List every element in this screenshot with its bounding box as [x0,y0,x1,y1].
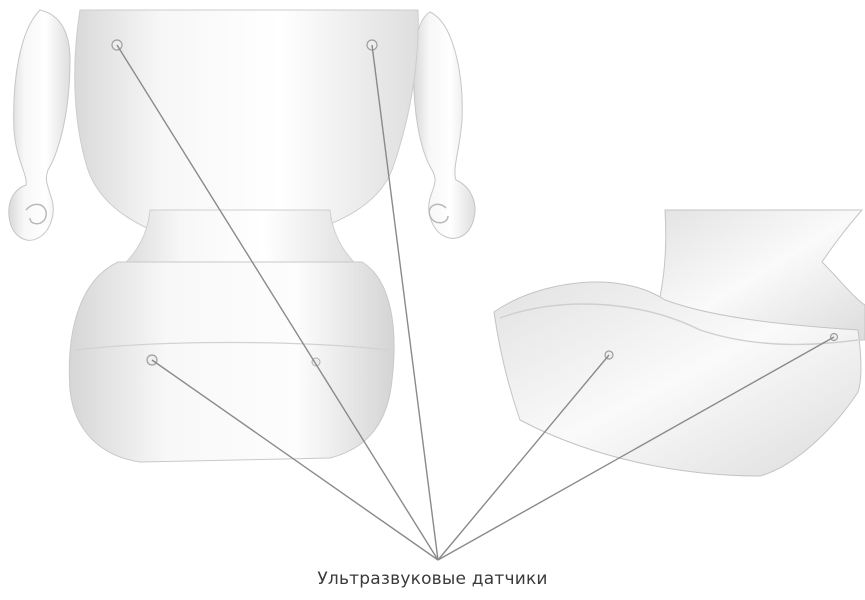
robot-base [69,262,394,462]
robot-side-view [494,210,865,476]
caption-label: Ультразвуковые датчики [0,569,865,589]
robot-front-view [9,10,475,462]
robot-left-arm [9,10,70,240]
robot-right-arm [414,12,475,238]
robot-waist [120,210,360,268]
